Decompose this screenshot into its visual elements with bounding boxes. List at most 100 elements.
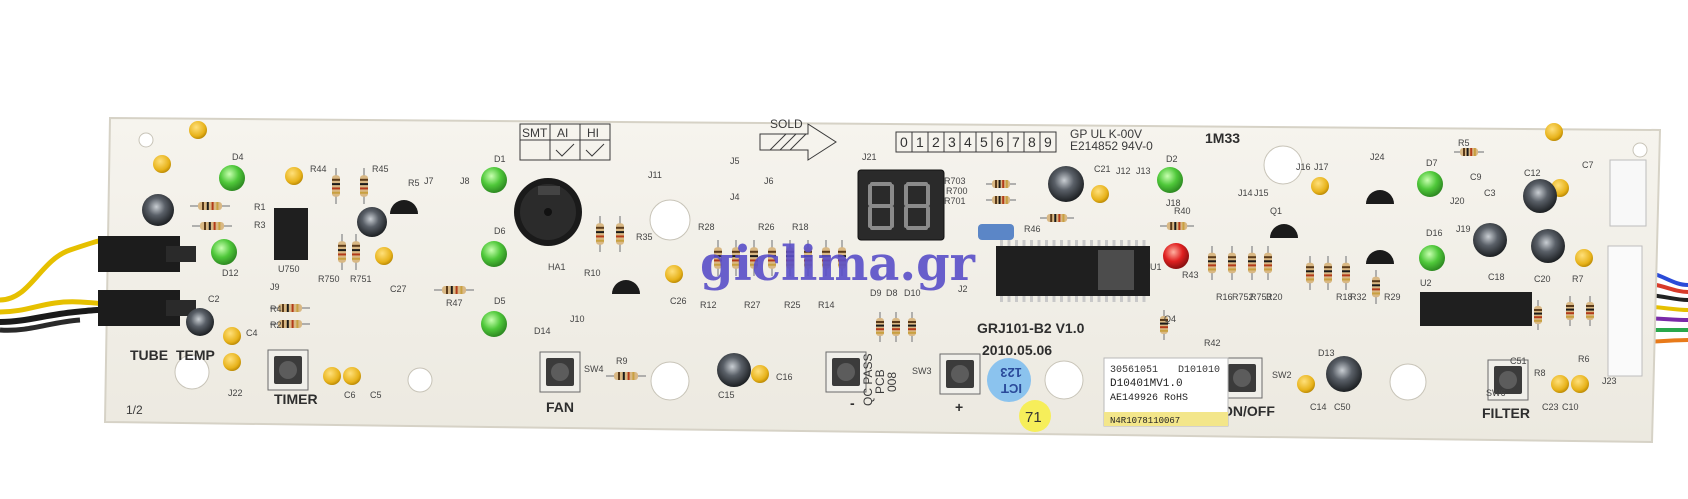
green-led [481, 167, 507, 193]
model-text: GRJ101-B2 V1.0 [977, 320, 1085, 336]
filter-label: FILTER [1482, 405, 1530, 421]
designator-label: J20 [1450, 196, 1465, 206]
resistor [1372, 270, 1380, 304]
designator-label: R5 [1458, 138, 1470, 148]
designator-label: HA1 [548, 262, 566, 272]
designator-label: U2 [1420, 278, 1432, 288]
designator-label: R3 [254, 220, 266, 230]
svg-text:8: 8 [1028, 134, 1036, 150]
transistor [1366, 250, 1394, 264]
ul-code: E214852 94V-0 [1070, 139, 1153, 153]
designator-label: U1 [1150, 262, 1162, 272]
green-led [1157, 167, 1183, 193]
resistor [352, 234, 360, 270]
electrolytic-capacitor [1048, 166, 1084, 202]
designator-label: R18 [792, 222, 809, 232]
temp-label: TEMP [176, 347, 215, 363]
designator-label: C9 [1470, 172, 1482, 182]
svg-text:7: 7 [1012, 134, 1020, 150]
resistor [1454, 148, 1484, 156]
designator-label: R45 [372, 164, 389, 174]
designator-label: C27 [390, 284, 407, 294]
designator-label: C5 [370, 390, 382, 400]
resistor [1160, 310, 1168, 340]
designator-label: D10 [904, 288, 921, 298]
green-led [219, 165, 245, 191]
resistor [986, 196, 1016, 204]
designator-label: R43 [1182, 270, 1199, 280]
designator-label: C3 [1484, 188, 1496, 198]
filter-button[interactable] [1487, 359, 1529, 401]
designator-label: R26 [758, 222, 775, 232]
ceramic-capacitor [285, 167, 303, 185]
designator-label: R35 [636, 232, 653, 242]
green-led [481, 241, 507, 267]
designator-label: C7 [1582, 160, 1594, 170]
designator-label: R42 [1204, 338, 1221, 348]
resistor [838, 240, 846, 276]
resistor [768, 240, 776, 276]
resistor [1324, 256, 1332, 290]
red-led [1163, 243, 1189, 269]
green-led [1417, 171, 1443, 197]
designator-label: R40 [1174, 206, 1191, 216]
svg-text:0: 0 [900, 134, 908, 150]
designator-label: C50 [1334, 402, 1351, 412]
resistor [190, 202, 230, 210]
designator-label: J18 [1166, 198, 1181, 208]
designator-label: R14 [818, 300, 835, 310]
designator-label: Q1 [1270, 206, 1282, 216]
svg-text:6: 6 [996, 134, 1004, 150]
page-mark: 1/2 [126, 403, 143, 417]
resistor [596, 216, 604, 252]
designator-label: D6 [494, 226, 506, 236]
fan-label: FAN [546, 399, 574, 415]
resistor [876, 312, 884, 342]
designator-label: R701 [944, 196, 966, 206]
resistor [750, 240, 758, 276]
designator-label: R753 [1250, 292, 1272, 302]
svg-text:1: 1 [916, 134, 924, 150]
pcb-board [103, 116, 1662, 444]
svg-text:30561051: 30561051 [1110, 365, 1158, 376]
svg-text:D101010: D101010 [1178, 365, 1220, 376]
electrolytic-capacitor [1473, 223, 1507, 257]
designator-label: R18 [1336, 292, 1353, 302]
tube-label: TUBE [130, 347, 168, 363]
designator-label: J10 [570, 314, 585, 324]
designator-label: C15 [718, 390, 735, 400]
minus-button[interactable] [825, 351, 867, 393]
ceramic-capacitor [153, 155, 171, 173]
resistor [714, 240, 722, 276]
designator-label: U750 [278, 264, 300, 274]
designator-label: R25 [784, 300, 801, 310]
transistor [390, 200, 418, 214]
timer-button[interactable] [267, 349, 309, 391]
plus-label: + [955, 399, 963, 415]
designator-label: R5 [408, 178, 420, 188]
designator-label: D16 [1426, 228, 1443, 238]
silkscreen-text: 1/2 TUBE TEMP TIMER FAN - + ON/OFF FILTE… [126, 127, 1530, 421]
onoff-button[interactable] [1221, 357, 1263, 399]
fan-button[interactable] [539, 351, 581, 393]
designator-label: C2 [208, 294, 220, 304]
designator-label: J22 [228, 388, 243, 398]
designator-label: D5 [494, 296, 506, 306]
svg-text:123: 123 [1000, 365, 1022, 380]
resistor [270, 320, 310, 328]
plus-button[interactable] [939, 353, 981, 395]
svg-text:D10401MV1.0: D10401MV1.0 [1110, 378, 1183, 390]
green-led [481, 311, 507, 337]
connector-j23 [1607, 245, 1643, 377]
connector-cn1 [98, 236, 196, 272]
ic-u750 [274, 208, 308, 260]
transistor [1366, 190, 1394, 204]
designator-label: R12 [700, 300, 717, 310]
designator-label: D14 [534, 326, 551, 336]
resistor [1306, 256, 1314, 290]
designator-label: J11 [648, 170, 662, 180]
designator-label: R700 [946, 186, 968, 196]
designator-label: R2 [270, 320, 282, 330]
